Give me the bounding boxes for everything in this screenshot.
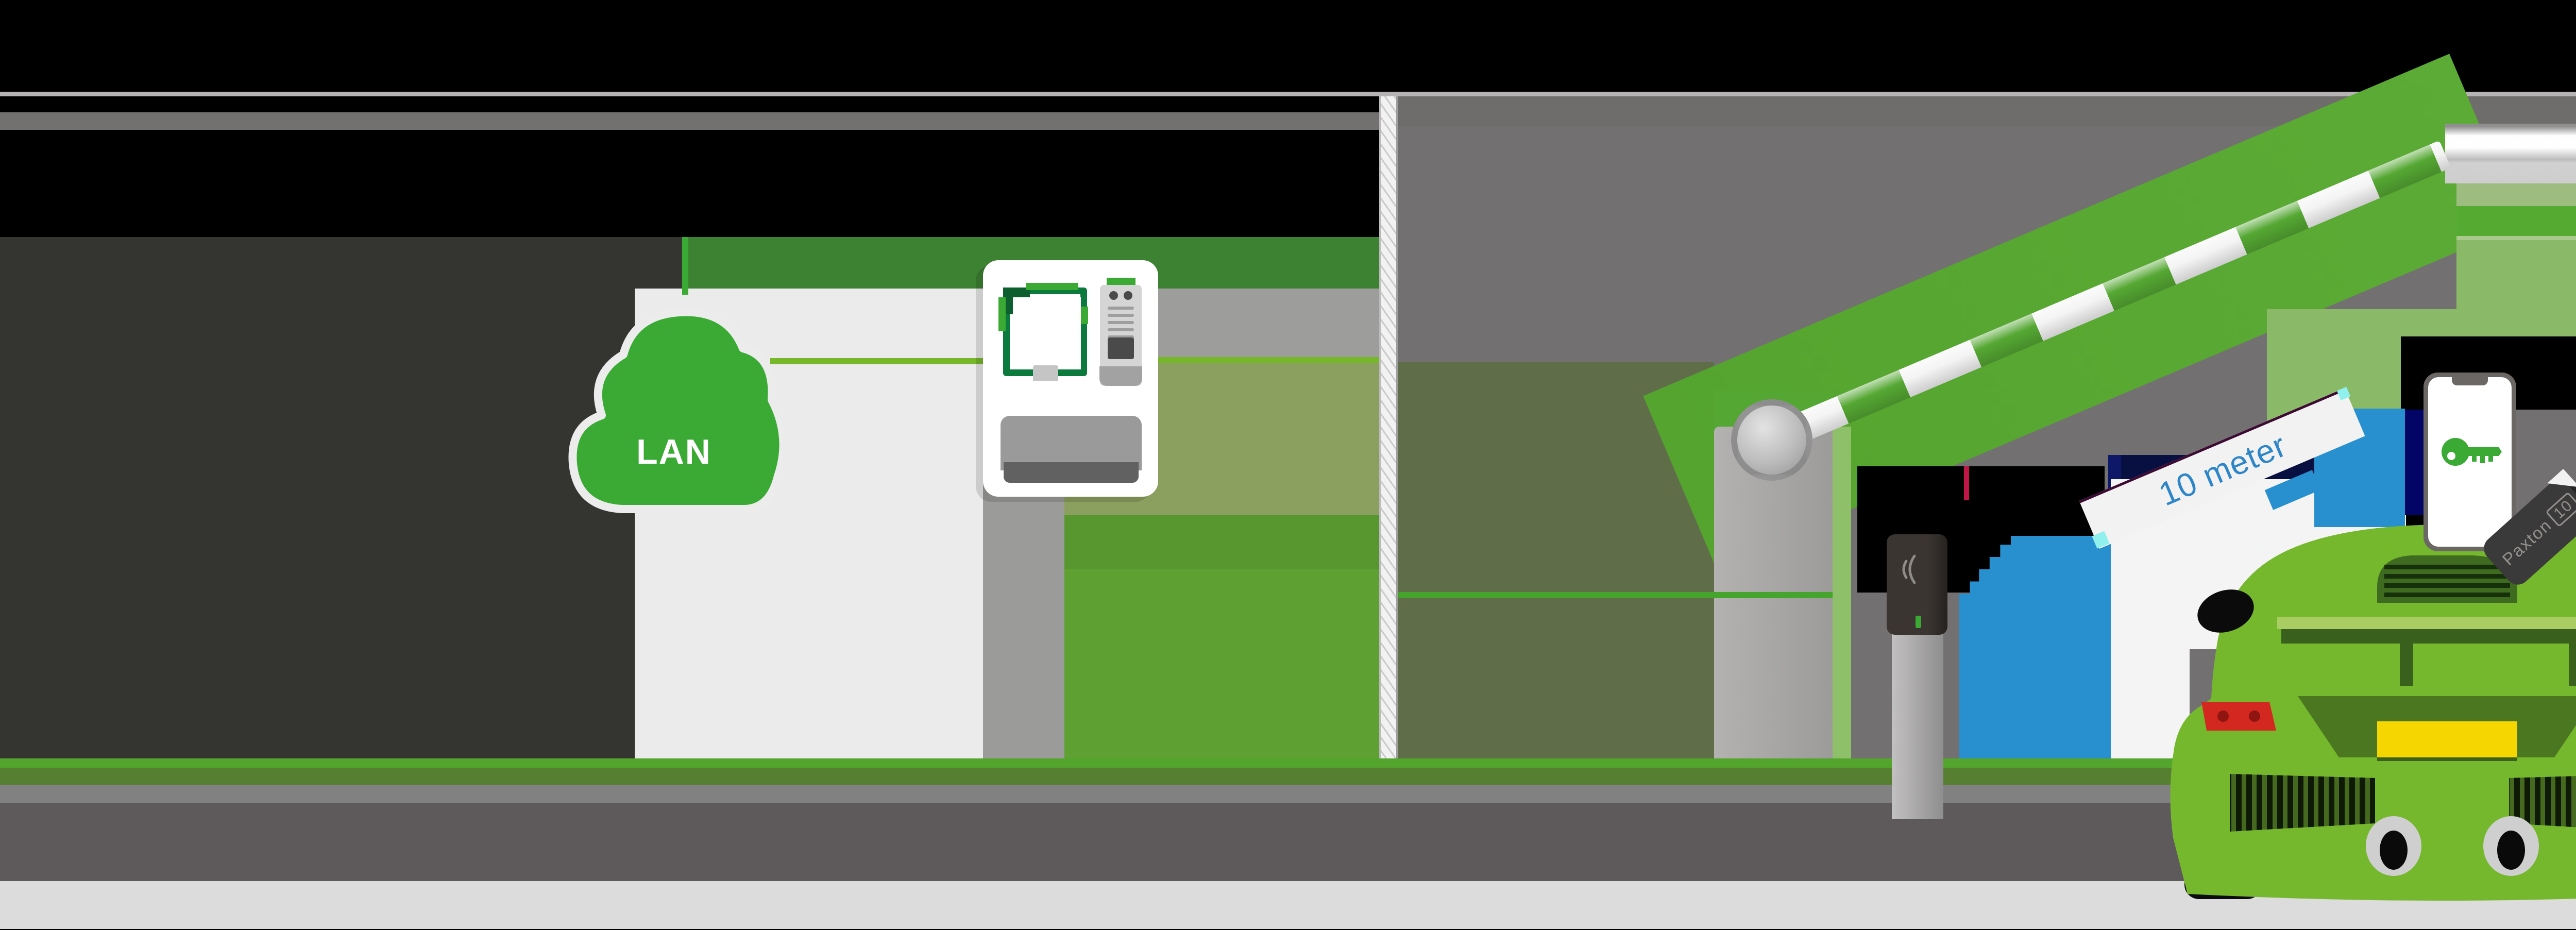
phone-screen [2428, 377, 2512, 547]
lan-label-svg: LAN [636, 432, 711, 471]
road-darkgreen-band [0, 768, 2576, 785]
mid-green-line [1398, 592, 1833, 598]
car-spoiler-top [2277, 617, 2576, 629]
ceiling-tab [630, 155, 738, 243]
smartphone [2424, 373, 2516, 551]
wifi-arcs-icon [1902, 554, 1916, 584]
car-spoiler-under [2281, 629, 2576, 644]
intercom-dot-left [1109, 291, 1118, 300]
bright-green-band [2456, 206, 2576, 236]
sidewalk [0, 881, 2576, 929]
ceiling-divider-line [0, 92, 2576, 96]
kiosk-tray-base [1004, 462, 1139, 483]
thin-green-line [2456, 236, 2576, 240]
payment-kiosk [983, 260, 1158, 497]
housing-green-strip [1833, 427, 1851, 758]
navy-strip-right [2404, 410, 2425, 515]
bay-green-wall-lower [1064, 569, 1379, 758]
grille-line [1108, 321, 1134, 324]
lan-line-horizontal [770, 358, 983, 364]
license-plate [2377, 721, 2517, 758]
grille-line [1108, 314, 1134, 317]
reader-pole [1892, 618, 1943, 819]
road-gray-band [0, 785, 2576, 803]
bottom-edge [0, 929, 2576, 930]
phone-notch [2452, 377, 2488, 385]
scanner-accent-top [1026, 283, 1078, 290]
intercom-grille [1108, 302, 1134, 339]
scanner-accent-right [1081, 307, 1088, 324]
dark-wall-upper [635, 237, 688, 289]
road-surface [0, 803, 2576, 881]
sage-band [2456, 240, 2576, 336]
kiosk-tray [1001, 416, 1142, 470]
intercom-icon [1099, 285, 1142, 386]
intercom-dot-right [1124, 291, 1132, 300]
fob-model: 10 [2545, 492, 2576, 528]
gate-post [1379, 96, 1398, 766]
lan-label: LAN [636, 432, 711, 471]
key-icon [2442, 438, 2502, 466]
barrier-bar-horizontal [2445, 124, 2576, 183]
intercom-cap [1107, 278, 1136, 286]
lan-cloud-icon: LAN [568, 308, 783, 514]
scanner-accent-left [998, 297, 1006, 331]
intercom-screen [1108, 337, 1134, 359]
grille-line [1108, 307, 1134, 310]
scanner-inner [1013, 297, 1081, 369]
left-ceiling-beam [0, 112, 1379, 130]
intercom-base [1099, 366, 1142, 386]
taillight-left [2201, 702, 2276, 731]
access-reader [1887, 534, 1947, 635]
pale-green-band [2456, 183, 2576, 206]
car-icon [2170, 525, 2576, 901]
grille-line [1108, 335, 1134, 339]
car-mirror-left [2197, 589, 2254, 633]
barrier-pivot-ball [1731, 399, 1812, 481]
signal-steps-icon [1959, 536, 2111, 758]
reader-led [1916, 616, 1921, 628]
dark-wall [0, 237, 635, 758]
magenta-marker [1964, 466, 1969, 500]
lan-line-vertical [682, 237, 688, 295]
scanner-tab [1033, 365, 1058, 381]
grille-line [1108, 328, 1134, 331]
bay-green-wall-upper [1064, 515, 1379, 569]
fob-brand: Paxton [2498, 515, 2555, 569]
